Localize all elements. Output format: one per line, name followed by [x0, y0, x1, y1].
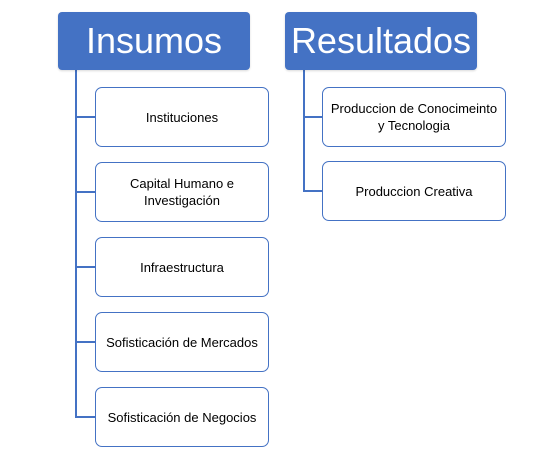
item-label: Produccion de Conocimeinto y Tecnologia — [330, 101, 498, 133]
insumos-branch-line — [75, 191, 95, 193]
resultados-branch-line — [303, 190, 322, 192]
insumos-header-label: Insumos — [85, 20, 223, 61]
item-label: Sofisticación de Negocios — [107, 409, 257, 425]
resultados-branch-line — [303, 116, 322, 118]
item-label: Produccion Creativa — [355, 183, 473, 199]
resultados-header-label: Resultados — [290, 20, 472, 61]
item-label: Infraestructura — [140, 259, 224, 275]
insumos-header: Insumos — [58, 12, 250, 70]
insumos-branch-line — [75, 116, 95, 118]
insumos-trunk-line — [75, 70, 77, 417]
insumos-item-instituciones: Instituciones — [95, 87, 269, 147]
resultados-item-conocimiento-tecnologia: Produccion de Conocimeinto y Tecnologia — [322, 87, 506, 147]
insumos-item-infraestructura: Infraestructura — [95, 237, 269, 297]
resultados-header: Resultados — [285, 12, 477, 70]
item-label: Capital Humano e Investigación — [129, 176, 235, 208]
item-label: Instituciones — [145, 109, 219, 125]
resultados-trunk-line — [303, 70, 305, 192]
insumos-item-capital-humano: Capital Humano e Investigación — [95, 162, 269, 222]
resultados-item-produccion-creativa: Produccion Creativa — [322, 161, 506, 221]
item-label: Sofisticación de Mercados — [106, 334, 258, 350]
insumos-item-sofisticacion-mercados: Sofisticación de Mercados — [95, 312, 269, 372]
insumos-branch-line — [75, 266, 95, 268]
insumos-item-sofisticacion-negocios: Sofisticación de Negocios — [95, 387, 269, 447]
insumos-branch-line — [75, 341, 95, 343]
insumos-branch-line — [75, 416, 95, 418]
